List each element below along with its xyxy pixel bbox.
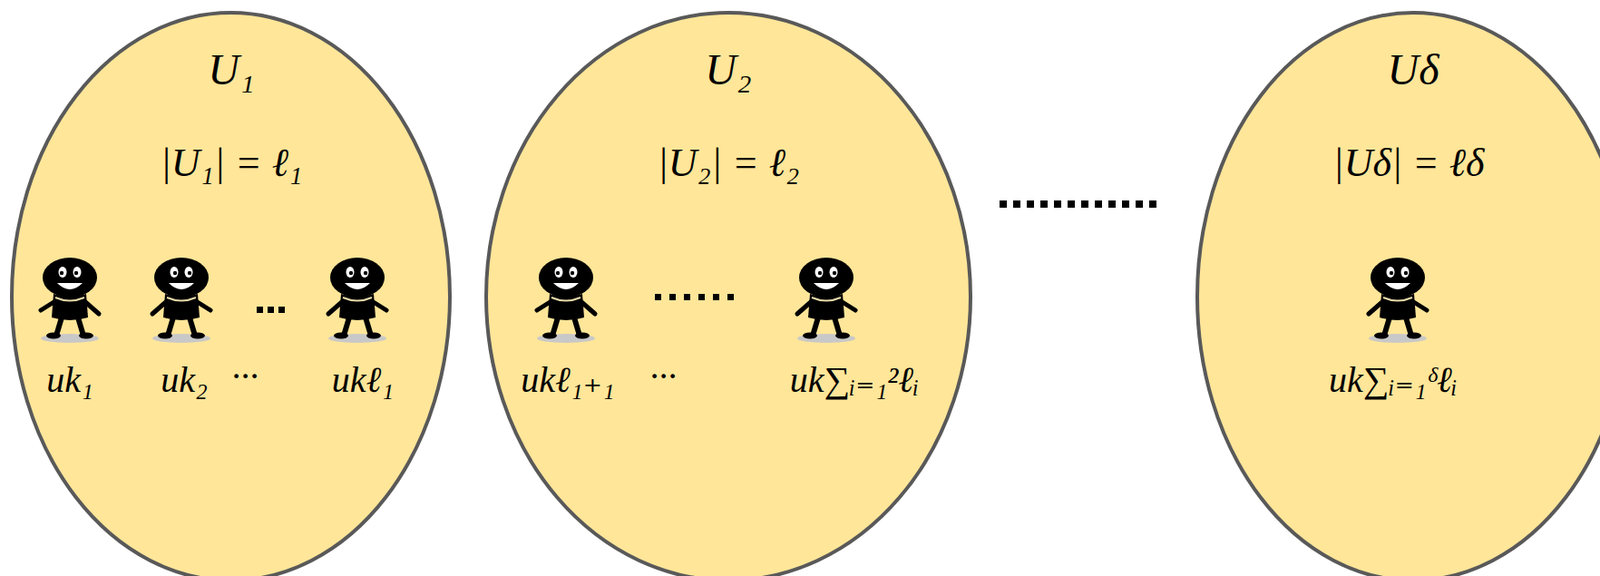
user-set-ellipse: U₁ |U₁| = ℓ₁ uk₁ uk₂ ··· ukℓ₁	[9, 10, 452, 576]
user-set-ellipse: U₂ |U₂| = ℓ₂ ukℓ₁₊₁ ··· uk∑ᵢ₌₁²ℓᵢ	[484, 10, 973, 576]
user-key: ukℓ₁	[331, 360, 394, 400]
set-size: |U₂| = ℓ₂	[657, 141, 800, 186]
ellipsis: ···	[231, 356, 259, 397]
user-key: uk∑ᵢ₌₁²ℓᵢ	[790, 360, 920, 400]
user-key: uk₁	[46, 360, 94, 400]
user-key: ukℓ₁₊₁	[520, 360, 615, 400]
ellipse-shape	[11, 12, 450, 576]
ellipse-outline	[484, 10, 973, 576]
set-size: |Uδ| = ℓδ	[1333, 141, 1485, 186]
user-key: uk∑ᵢ₌₁ᵟℓᵢ	[1328, 360, 1458, 400]
ellipsis-dots	[256, 306, 285, 313]
ellipse-shape	[1197, 12, 1600, 576]
set-size: |U₁| = ℓ₁	[160, 141, 303, 186]
user-set-ellipse: Uδ |Uδ| = ℓδ uk∑ᵢ₌₁ᵟℓᵢ	[1195, 10, 1600, 576]
ellipse-outline	[9, 10, 452, 576]
set-name: Uδ	[1387, 46, 1440, 95]
set-name: U₂	[704, 46, 752, 95]
separator-dots	[999, 200, 1157, 208]
ellipse-shape	[486, 12, 971, 576]
set-name: U₁	[207, 46, 254, 95]
ellipsis: ···	[649, 356, 677, 397]
ellipse-outline	[1195, 10, 1600, 576]
user-key: uk₂	[160, 360, 208, 400]
